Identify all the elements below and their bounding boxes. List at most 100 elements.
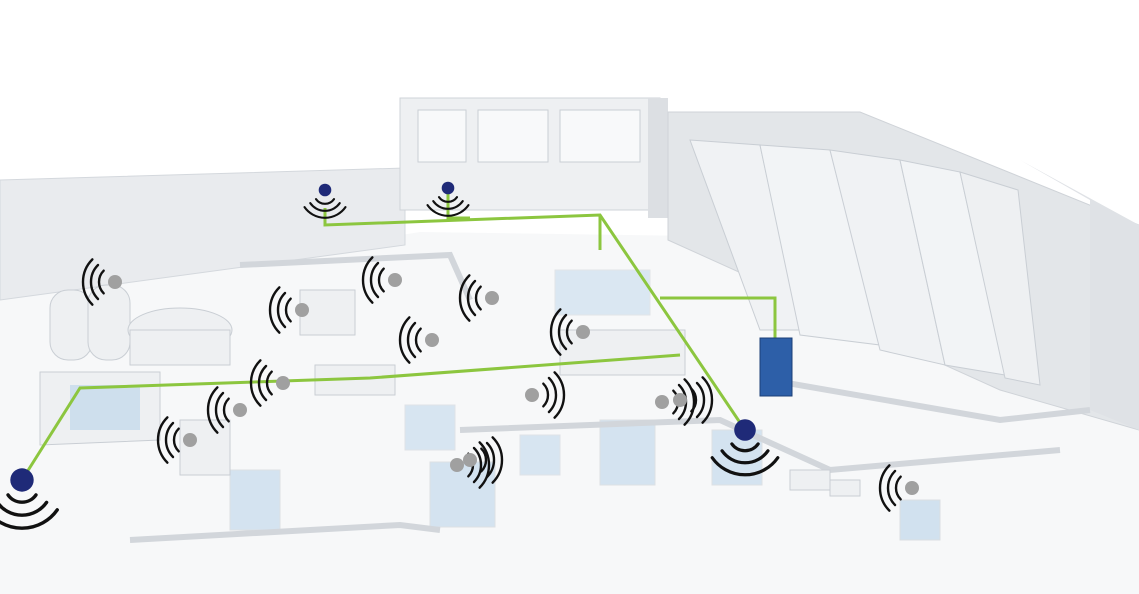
device-dot	[485, 291, 499, 305]
signal-waves-icon	[426, 204, 470, 217]
office-window-2	[477, 109, 549, 163]
signal-waves-icon	[432, 200, 464, 210]
signal-waves-icon	[156, 416, 169, 464]
device-dot	[905, 481, 919, 495]
access-point-dot	[318, 183, 332, 197]
wireless-devices	[81, 256, 919, 512]
device-dot	[233, 403, 247, 417]
wireless-device-icon	[81, 258, 122, 306]
signal-waves-icon	[406, 321, 417, 359]
signal-waves-icon	[214, 391, 225, 429]
signal-waves-icon	[369, 261, 380, 299]
device-dot	[576, 325, 590, 339]
signal-waves-icon	[303, 206, 347, 219]
signal-waves-icon	[89, 263, 100, 301]
signal-waves-icon	[480, 447, 488, 473]
device-dot	[108, 275, 122, 289]
signal-waves-icon	[377, 267, 385, 293]
signal-waves-icon	[309, 202, 341, 212]
device-dot	[525, 388, 539, 402]
signal-waves-icon	[730, 442, 760, 453]
signal-waves-icon	[314, 198, 336, 205]
wireless-device-icon	[673, 376, 714, 424]
device-dot	[463, 453, 477, 467]
access-point-dot	[734, 419, 756, 441]
signal-waves-icon	[466, 279, 477, 317]
signal-waves-icon	[683, 378, 696, 426]
signal-waves-icon	[97, 269, 105, 295]
access-point-icon	[303, 183, 347, 219]
signal-waves-icon	[249, 359, 262, 407]
signal-waves-icon	[894, 475, 902, 501]
back-wall-left	[0, 167, 406, 301]
wireless-device-icon	[268, 286, 309, 334]
signal-waves-icon	[491, 436, 504, 484]
signal-waves-icon	[542, 382, 550, 408]
wireless-device-icon	[458, 274, 499, 322]
signal-waves-icon	[701, 376, 714, 424]
wireless-device-icon	[249, 359, 290, 407]
signal-waves-icon	[485, 441, 496, 479]
signal-waves-icon	[553, 371, 566, 419]
control-cabinet-icon	[759, 337, 793, 397]
signal-waves-icon	[398, 316, 411, 364]
signal-waves-icon	[690, 387, 698, 413]
device-dot	[673, 393, 687, 407]
network-cabling	[20, 190, 777, 481]
wireless-device-icon	[878, 464, 919, 512]
signal-waves-icon	[6, 493, 38, 504]
wireless-device-icon	[463, 436, 504, 484]
left-room	[39, 371, 161, 446]
signal-waves-icon	[0, 500, 49, 517]
high-bay-racks	[689, 139, 1041, 386]
signal-waves-icon	[437, 196, 459, 203]
signal-waves-icon	[557, 313, 568, 351]
wireless-device-icon	[156, 416, 197, 464]
device-dot	[276, 376, 290, 390]
access-point-icon	[426, 181, 470, 217]
signal-waves-icon	[565, 319, 573, 345]
signal-waves-icon	[549, 308, 562, 356]
access-point-icon	[710, 419, 780, 477]
signal-waves-icon	[720, 449, 770, 465]
signal-waves-icon	[206, 386, 219, 434]
signal-waves-icon	[472, 446, 483, 484]
signal-waves-icon	[222, 397, 230, 423]
access-point-dot	[10, 468, 34, 492]
signal-waves-icon	[710, 456, 780, 477]
signal-waves-icon	[361, 256, 374, 304]
wireless-device-icon	[398, 316, 439, 364]
wireless-device-icon	[450, 441, 491, 489]
signal-waves-icon	[284, 297, 292, 323]
signal-waves-icon	[265, 370, 273, 396]
signal-waves-icon	[276, 291, 287, 329]
device-dot	[183, 433, 197, 447]
signal-waves-icon	[172, 427, 180, 453]
wireless-device-icon	[549, 308, 590, 356]
access-point-dot	[441, 181, 455, 195]
office-side-wall	[648, 98, 668, 218]
signal-waves-icon	[478, 441, 491, 489]
wireless-device-icon	[525, 371, 566, 419]
production-machines	[179, 269, 763, 531]
signal-waves-icon	[81, 258, 94, 306]
access-point-icon	[0, 468, 59, 530]
device-dot	[655, 395, 669, 409]
signal-waves-icon	[547, 376, 558, 414]
signal-waves-icon	[458, 274, 471, 322]
wireless-device-icon	[361, 256, 402, 304]
signal-waves-icon	[268, 286, 281, 334]
signal-waves-icon	[164, 421, 175, 459]
device-dot	[425, 333, 439, 347]
signal-waves-icon	[257, 364, 268, 402]
access-points	[0, 181, 780, 530]
device-dot	[388, 273, 402, 287]
signal-waves-icon	[886, 469, 897, 507]
office-window-1	[417, 109, 467, 163]
signal-waves-icon	[0, 508, 59, 530]
office-window-3	[559, 109, 641, 163]
device-dot	[450, 458, 464, 472]
signal-waves-icon	[695, 381, 706, 419]
pallets	[789, 469, 941, 541]
